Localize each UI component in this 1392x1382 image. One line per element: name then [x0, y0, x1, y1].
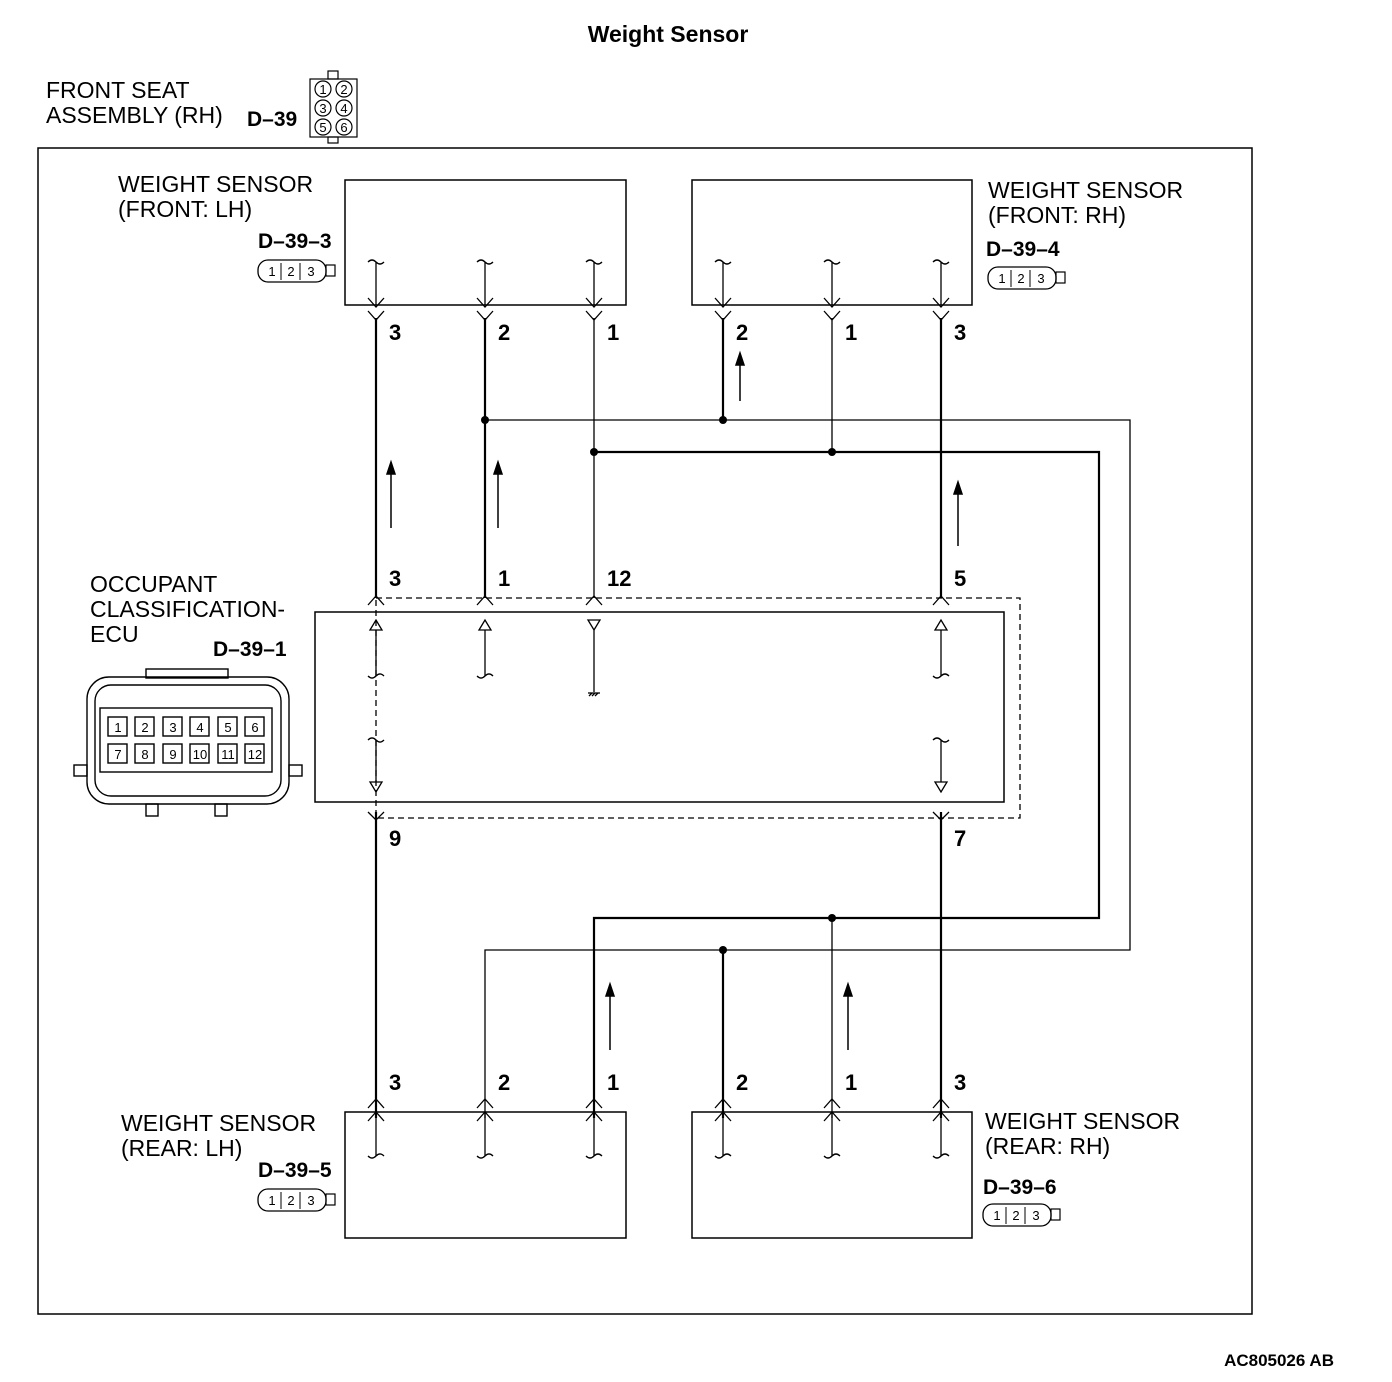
ecu-grid-pin: 2 — [141, 720, 148, 735]
sensor-front-rh: WEIGHT SENSOR (FRONT: RH) D–39–4 1 2 3 2… — [691, 177, 1183, 345]
assembly-connector-id: D–39 — [247, 108, 297, 131]
assembly-pin-6: 6 — [340, 120, 347, 135]
sensor-front-lh-plug-icon: 1 2 3 — [257, 259, 336, 283]
plug-pin-2: 2 — [1012, 1208, 1019, 1223]
front-lh-pin-a: 3 — [389, 320, 401, 345]
ecu-grid-pin: 4 — [196, 720, 203, 735]
ecu-grid-pin: 10 — [193, 747, 207, 762]
sensor-front-lh: WEIGHT SENSOR (FRONT: LH) D–39–3 1 2 3 3… — [118, 171, 627, 345]
ecu-connector-id: D–39–1 — [213, 638, 287, 661]
ecu-grid-pin: 7 — [114, 747, 121, 762]
sensor-rear-lh-title: WEIGHT SENSOR — [121, 1110, 316, 1136]
assembly-pin-2: 2 — [340, 82, 347, 97]
ecu-box — [314, 611, 1005, 803]
wire-bus-supply — [484, 419, 1131, 1118]
assembly-pin-1: 1 — [319, 82, 326, 97]
reference-code: AC805026 AB — [1224, 1351, 1334, 1370]
front-rh-pin-a: 2 — [736, 320, 748, 345]
sensor-rear-rh-subtitle: (REAR: RH) — [985, 1133, 1110, 1159]
ecu-pin-3: 3 — [389, 566, 401, 591]
sensor-front-rh-subtitle: (FRONT: RH) — [988, 202, 1126, 228]
rear-rh-pin-c: 3 — [954, 1070, 966, 1095]
sensor-front-rh-title: WEIGHT SENSOR — [988, 177, 1183, 203]
ecu-pin-5: 5 — [954, 566, 966, 591]
plug-pin-2: 2 — [1017, 271, 1024, 286]
sensor-front-rh-plug-icon: 1 2 3 — [987, 266, 1066, 290]
ecu-grid-pin: 12 — [248, 747, 262, 762]
ecu-grid-pin: 6 — [251, 720, 258, 735]
sensor-front-lh-title: WEIGHT SENSOR — [118, 171, 313, 197]
ecu-grid-pin: 9 — [169, 747, 176, 762]
ecu-pin-7: 7 — [954, 826, 966, 851]
plug-pin-3: 3 — [1037, 271, 1044, 286]
plug-pin-2: 2 — [287, 1193, 294, 1208]
ecu-grid-pin: 3 — [169, 720, 176, 735]
assembly-pin-3: 3 — [319, 101, 326, 116]
sensor-front-lh-connector-id: D–39–3 — [258, 230, 332, 253]
ecu-label-line1: OCCUPANT — [90, 571, 217, 597]
plug-pin-3: 3 — [307, 264, 314, 279]
ecu-grid-pin: 1 — [114, 720, 121, 735]
assembly-connector-icon: 1 2 3 4 5 6 — [309, 70, 358, 144]
front-terminals — [367, 259, 950, 321]
assembly-label-line2: ASSEMBLY (RH) — [46, 102, 223, 128]
ecu-pin-9: 9 — [389, 826, 401, 851]
assembly-pin-4: 4 — [340, 101, 347, 116]
sensor-rear-lh-connector-id: D–39–5 — [258, 1159, 332, 1182]
plug-pin-1: 1 — [993, 1208, 1000, 1223]
assembly-frame — [37, 147, 1253, 1315]
front-rh-pin-b: 1 — [845, 320, 857, 345]
ecu-grid-pin: 11 — [221, 747, 235, 762]
ecu: OCCUPANT CLASSIFICATION- ECU D–39–1 3 1 … — [73, 566, 1021, 851]
ecu-grid-pin: 5 — [224, 720, 231, 735]
assembly-pin-5: 5 — [319, 120, 326, 135]
plug-pin-1: 1 — [998, 271, 1005, 286]
ecu-pin-12: 12 — [607, 566, 631, 591]
ecu-grid-pin: 8 — [141, 747, 148, 762]
ecu-connector-icon — [73, 668, 303, 817]
sensor-rear-rh-connector-id: D–39–6 — [983, 1176, 1057, 1199]
ecu-label-line2: CLASSIFICATION- — [90, 596, 285, 622]
diagram-title: Weight Sensor — [588, 21, 749, 47]
ecu-label-line3: ECU — [90, 621, 139, 647]
front-lh-pin-b: 2 — [498, 320, 510, 345]
sensor-rear-rh: WEIGHT SENSOR (REAR: RH) D–39–6 1 2 3 2 … — [691, 1070, 1180, 1239]
sensor-rear-lh-subtitle: (REAR: LH) — [121, 1135, 242, 1161]
ecu-internal-terminals — [367, 618, 950, 794]
ecu-connector-pin-labels: 1 2 3 4 5 6 7 8 9 10 11 12 — [114, 720, 262, 762]
sensor-rear-rh-title: WEIGHT SENSOR — [985, 1108, 1180, 1134]
sensor-rear-lh-plug-icon: 1 2 3 — [257, 1188, 336, 1212]
splice-points — [481, 416, 836, 954]
plug-pin-2: 2 — [287, 264, 294, 279]
plug-pin-3: 3 — [1032, 1208, 1039, 1223]
plug-pin-1: 1 — [268, 264, 275, 279]
rear-lh-pin-a: 3 — [389, 1070, 401, 1095]
rear-rh-pin-b: 1 — [845, 1070, 857, 1095]
ecu-pin-1: 1 — [498, 566, 510, 591]
rear-lh-pin-c: 1 — [607, 1070, 619, 1095]
wire-bus-ground — [592, 450, 1101, 1118]
plug-pin-1: 1 — [268, 1193, 275, 1208]
ecu-connector-outline — [375, 597, 1021, 819]
sensor-front-rh-connector-id: D–39–4 — [986, 238, 1060, 261]
wires — [374, 318, 1131, 1118]
rear-terminals — [367, 1098, 950, 1159]
plug-pin-3: 3 — [307, 1193, 314, 1208]
sensor-rear-rh-plug-icon: 1 2 3 — [982, 1203, 1061, 1227]
signal-arrows — [385, 350, 964, 1050]
sensor-front-lh-subtitle: (FRONT: LH) — [118, 196, 252, 222]
assembly-label-line1: FRONT SEAT — [46, 77, 190, 103]
front-lh-pin-c: 1 — [607, 320, 619, 345]
front-rh-pin-c: 3 — [954, 320, 966, 345]
rear-lh-pin-b: 2 — [498, 1070, 510, 1095]
sensor-rear-lh: WEIGHT SENSOR (REAR: LH) D–39–5 1 2 3 3 … — [121, 1070, 627, 1239]
rear-rh-pin-a: 2 — [736, 1070, 748, 1095]
